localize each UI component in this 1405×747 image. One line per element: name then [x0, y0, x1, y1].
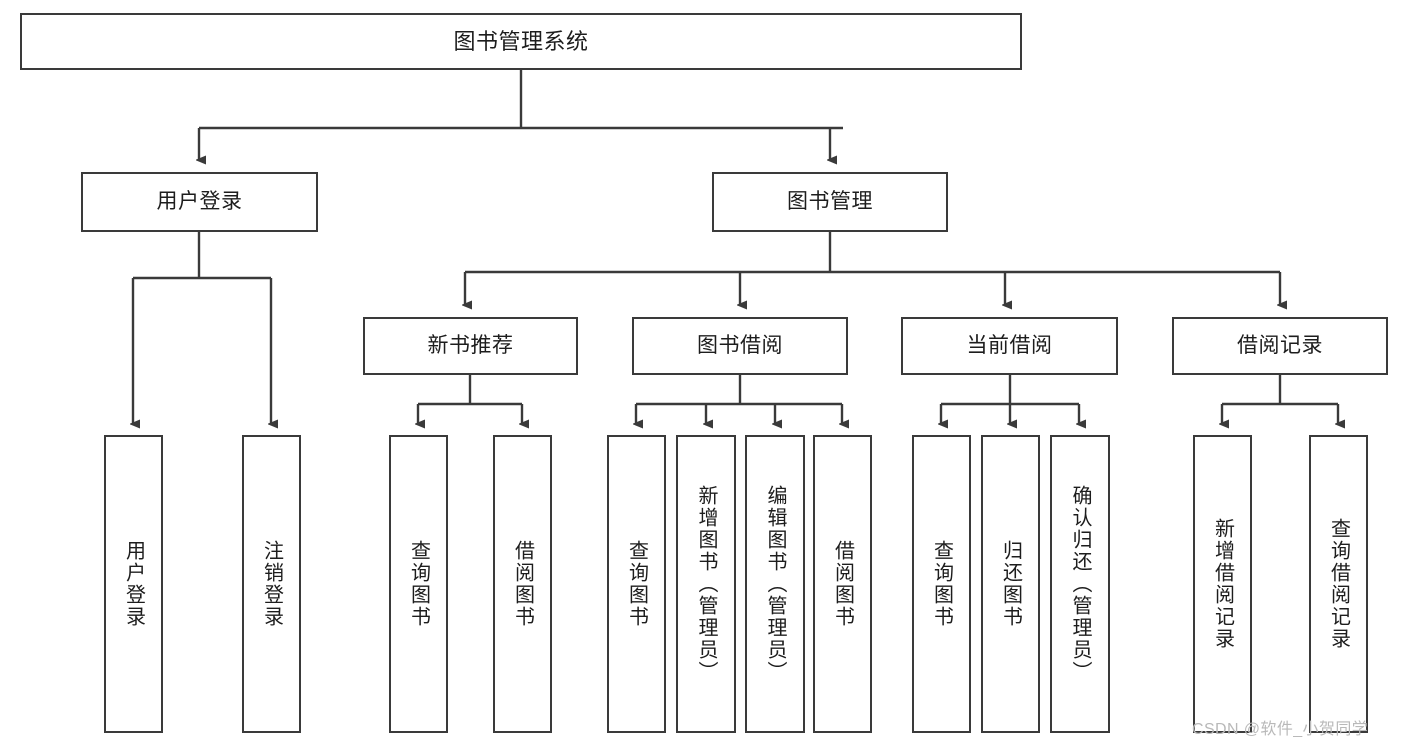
- node-label: 查询借阅记录: [1327, 518, 1350, 650]
- leaf-current-borrow-return[interactable]: 归还图书: [981, 435, 1040, 733]
- leaf-new-book-query[interactable]: 查询图书: [389, 435, 448, 733]
- node-label: 图书管理: [787, 189, 873, 213]
- node-borrow-record[interactable]: 借阅记录: [1172, 317, 1388, 375]
- leaf-user-login-signin[interactable]: 用户登录: [104, 435, 163, 733]
- node-label: 当前借阅: [966, 333, 1053, 357]
- node-label: 查询图书: [625, 540, 648, 628]
- node-label: 用户登录: [122, 540, 145, 628]
- leaf-current-borrow-confirm[interactable]: 确认归还（管理员）: [1050, 435, 1110, 733]
- leaf-borrow-record-add[interactable]: 新增借阅记录: [1193, 435, 1252, 733]
- leaf-book-borrow-lend[interactable]: 借阅图书: [813, 435, 872, 733]
- leaf-book-borrow-add[interactable]: 新增图书（管理员）: [676, 435, 736, 733]
- node-label: 用户登录: [156, 189, 243, 213]
- node-user-login[interactable]: 用户登录: [81, 172, 318, 232]
- node-label: 借阅记录: [1237, 333, 1323, 357]
- node-label: 借阅图书: [831, 540, 854, 628]
- node-label: 查询图书: [407, 540, 430, 628]
- node-label: 查询图书: [930, 540, 953, 628]
- leaf-book-borrow-edit[interactable]: 编辑图书（管理员）: [745, 435, 805, 733]
- leaf-user-login-signout[interactable]: 注销登录: [242, 435, 301, 733]
- csdn-watermark: CSDN @软件_小贺同学: [1192, 721, 1369, 738]
- node-label: 图书借阅: [697, 333, 783, 357]
- node-root-system[interactable]: 图书管理系统: [20, 13, 1022, 70]
- leaf-new-book-borrow[interactable]: 借阅图书: [493, 435, 552, 733]
- leaf-borrow-record-query[interactable]: 查询借阅记录: [1309, 435, 1368, 733]
- node-label: 新增借阅记录: [1211, 518, 1234, 650]
- node-label: 借阅图书: [511, 540, 534, 628]
- node-label: 注销登录: [260, 540, 283, 628]
- node-label: 归还图书: [999, 540, 1022, 628]
- node-label: 确认归还（管理员）: [1069, 485, 1091, 683]
- node-label: 新增图书（管理员）: [695, 485, 717, 683]
- node-new-book-recommend[interactable]: 新书推荐: [363, 317, 578, 375]
- node-book-borrow[interactable]: 图书借阅: [632, 317, 848, 375]
- node-label: 新书推荐: [427, 333, 514, 357]
- node-label: 图书管理系统: [453, 28, 589, 54]
- node-book-management[interactable]: 图书管理: [712, 172, 948, 232]
- leaf-current-borrow-query[interactable]: 查询图书: [912, 435, 971, 733]
- leaf-book-borrow-query[interactable]: 查询图书: [607, 435, 666, 733]
- node-current-borrow[interactable]: 当前借阅: [901, 317, 1118, 375]
- node-label: 编辑图书（管理员）: [764, 485, 786, 683]
